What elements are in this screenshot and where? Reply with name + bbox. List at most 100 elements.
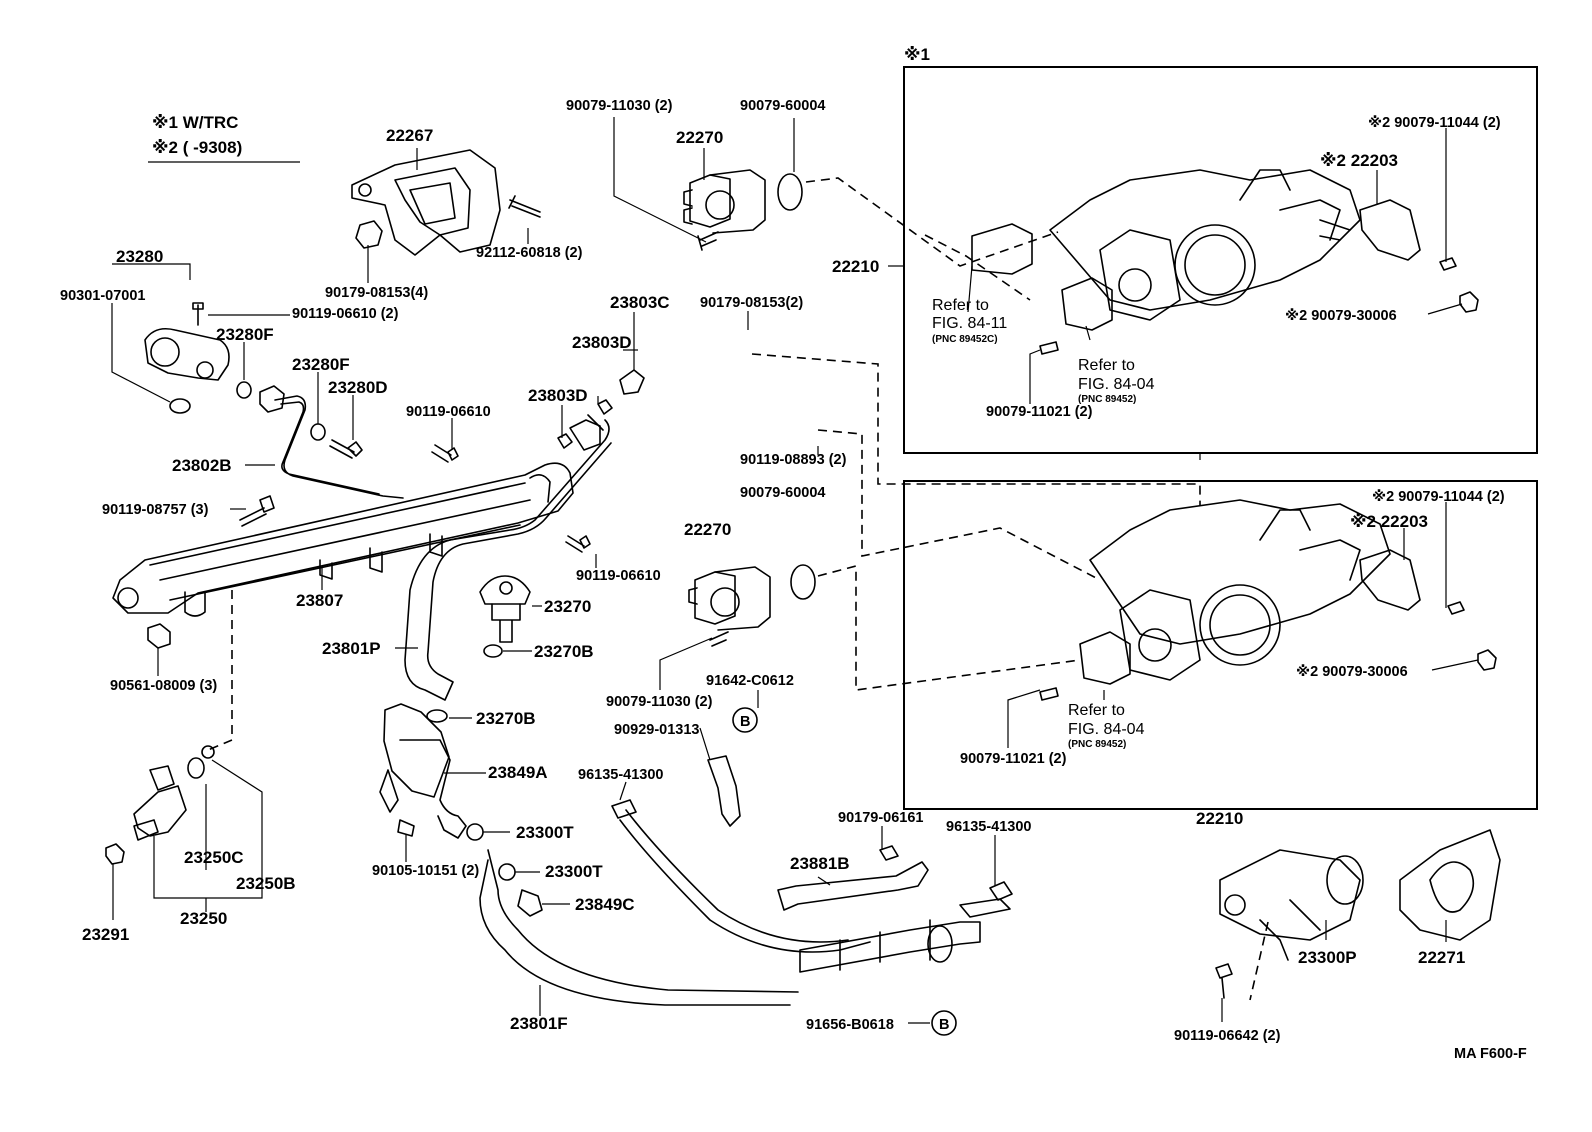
screw-90079-11030-mid <box>709 631 729 647</box>
gasket-23300T-b <box>498 863 516 881</box>
throttle-body-std-frame <box>903 480 1538 810</box>
hose-96135-41300-a <box>619 809 871 953</box>
gasket-90079-60004-mid <box>790 564 816 600</box>
label-90079-11030-top: 90079-11030 (2) <box>566 98 673 114</box>
alignment-line-d <box>817 429 1101 581</box>
gasket-90079-60004-top <box>777 173 803 211</box>
nut-90079-30006-bot <box>1477 649 1497 671</box>
svg-text:FIG. 84-11: FIG. 84-11 <box>932 315 1007 332</box>
label-23280F-a: 23280F <box>216 325 274 344</box>
valve-23300P <box>1219 849 1364 961</box>
bolt-90119-06610-b <box>565 535 591 553</box>
union-23849C <box>517 889 543 917</box>
label-23270: 23270 <box>544 597 591 616</box>
label-23280F-b: 23280F <box>292 355 350 374</box>
injector-23250 <box>133 765 187 841</box>
label-90179-08153-2: 90179-08153(2) <box>700 295 803 311</box>
label-90105-10151: 90105-10151 (2) <box>372 863 479 879</box>
throttle-body-trc-frame <box>903 66 1538 454</box>
label-23801P: 23801P <box>322 639 381 658</box>
bolt-92112-60818 <box>508 195 541 218</box>
label-23280: 23280 <box>116 247 163 266</box>
label-23270B-b: 23270B <box>476 709 536 728</box>
label-23250C: 23250C <box>184 848 244 867</box>
label-23881B: 23881B <box>790 854 850 873</box>
ref-mark-b-bottom <box>931 1010 957 1036</box>
bolt-90119-06642 <box>1215 963 1233 999</box>
bracket-23881B <box>777 861 929 911</box>
label-90119-06610-a: 90119-06610 <box>406 404 491 420</box>
screw-90079-11044-bot <box>1447 601 1465 615</box>
svg-text:FIG. 84-04: FIG. 84-04 <box>1078 376 1155 393</box>
label-23802B: 23802B <box>172 456 232 475</box>
legend: ※1 W/TRC ※2 ( -9308) <box>148 113 300 163</box>
label-22270-mid: 22270 <box>684 520 731 539</box>
alignment-line-f <box>1249 921 1269 1001</box>
refer-callout-1: Refer to FIG. 84-11 (PNC 89452C) <box>932 297 1007 345</box>
label-23849C: 23849C <box>575 895 635 914</box>
sensor-trc-center <box>1061 277 1113 331</box>
label-90079-11044-bot: ※2 90079-11044 (2) <box>1372 489 1505 505</box>
svg-text:FIG. 84-04: FIG. 84-04 <box>1068 721 1145 738</box>
screw-90079-11021-top <box>1039 341 1059 355</box>
o-ring-23270B-b <box>426 709 448 723</box>
label-23803C: 23803C <box>610 293 670 312</box>
clamp-90929-01313 <box>707 755 741 827</box>
label-90179-06161: 90179-06161 <box>838 810 923 826</box>
label-23300T-b: 23300T <box>545 862 603 881</box>
screw-90079-11021-bot <box>1039 687 1059 701</box>
grommet-23291 <box>105 843 125 865</box>
clip-90179-06161 <box>879 845 899 861</box>
valve-22270-mid <box>688 566 771 631</box>
label-90079-60004-mid: 90079-60004 <box>740 485 825 501</box>
label-90079-11021-bot: 90079-11021 (2) <box>960 751 1067 767</box>
svg-text:(PNC 89452): (PNC 89452) <box>1078 394 1136 405</box>
svg-text:Refer to: Refer to <box>932 297 989 314</box>
o-ring-90301-07001 <box>169 398 191 414</box>
label-90119-06610-b: 90119-06610 <box>576 568 661 584</box>
valve-22270-top <box>683 169 766 234</box>
label-90079-11044-top: ※2 90079-11044 (2) <box>1368 115 1501 131</box>
clamp-23803D-b <box>557 433 573 449</box>
label-90119-08757: 90119-08757 (3) <box>102 502 209 518</box>
union-23280D <box>259 385 285 413</box>
label-23300P: 23300P <box>1298 948 1357 967</box>
fuel-pipe-assembly <box>799 898 1011 973</box>
label-90079-60004-top: 90079-60004 <box>740 98 825 114</box>
bracket-23849A <box>379 703 467 839</box>
legend-note-1: ※1 W/TRC <box>152 113 238 132</box>
clamp-96135-41300-b <box>989 881 1013 901</box>
label-90079-30006-bot: ※2 90079-30006 <box>1296 664 1408 680</box>
label-90929-01313: 90929-01313 <box>614 722 699 738</box>
svg-text:Refer to: Refer to <box>1068 702 1125 719</box>
gasket-23300T-a <box>466 823 484 841</box>
label-23291: 23291 <box>82 925 129 944</box>
gasket-23280F-a <box>236 381 252 399</box>
refer-callout-3: Refer to FIG. 84-04 (PNC 89452) <box>1068 702 1145 750</box>
alignment-line-a <box>805 177 1059 267</box>
bolt-90119-08757 <box>239 495 275 527</box>
alignment-line-c <box>751 353 1201 505</box>
footer-code: MA F600-F <box>1454 1046 1527 1062</box>
bolt-90119-06610 <box>192 302 204 326</box>
throttle-body-trc <box>1049 169 1361 321</box>
nut-90079-30006-top <box>1459 291 1479 313</box>
pipe-23802B <box>274 395 404 499</box>
screw-90079-11030-top <box>697 231 719 251</box>
label-96135-41300-b: 96135-41300 <box>946 819 1031 835</box>
svg-text:(PNC 89452C): (PNC 89452C) <box>932 334 998 345</box>
label-91642-C0612: 91642-C0612 <box>706 673 794 689</box>
insulator-90561-08009 <box>147 623 171 649</box>
group-marker: ※1 <box>904 45 930 64</box>
ref-mark-b-top <box>732 707 758 733</box>
label-22203-top: ※2 22203 <box>1320 151 1398 170</box>
o-ring-23250B <box>201 745 215 759</box>
clamp-23803D-a <box>597 399 613 415</box>
injector-alignment-line <box>207 590 233 751</box>
label-90301-07001: 90301-07001 <box>60 288 145 304</box>
svg-text:B: B <box>740 714 750 730</box>
label-90079-30006-top: ※2 90079-30006 <box>1285 308 1397 324</box>
label-90119-06610-2: 90119-06610 (2) <box>292 306 399 322</box>
svg-text:Refer to: Refer to <box>1078 357 1135 374</box>
